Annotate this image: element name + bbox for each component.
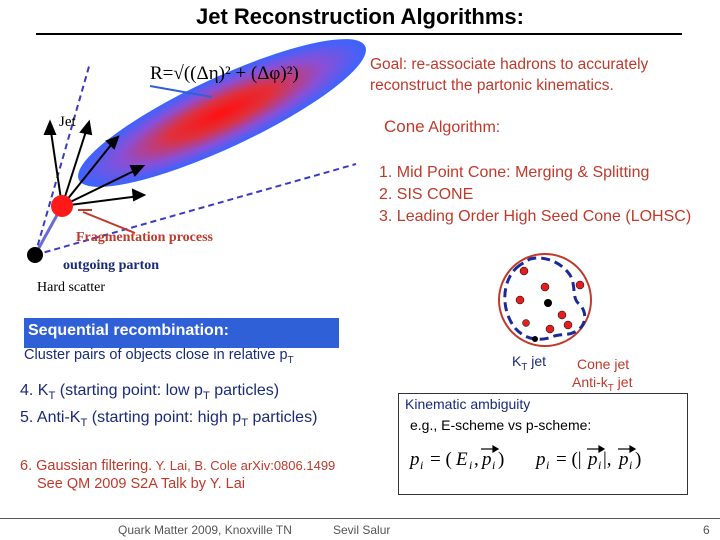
sequential-title: Sequential recombination: (28, 322, 229, 339)
frag-pointer (82, 211, 136, 234)
kt-jet-label: KT jet (512, 353, 547, 373)
footer-author: Sevil Salur (333, 523, 391, 537)
algorithm-word: Algorithm: (428, 119, 501, 136)
jet-cone-ellipse (78, 39, 366, 187)
kt-jet-outline (503, 256, 587, 341)
cone-algorithm-list: 1. Mid Point Cone: Merging & Splitting 2… (379, 162, 691, 228)
cone-item-3: 3. Leading Order High Seed Cone (LOHSC) (379, 208, 692, 225)
hard-scatter-dot (27, 247, 43, 263)
svg-text:i: i (598, 458, 601, 472)
title-underline (36, 33, 682, 35)
svg-text:p: p (617, 449, 629, 470)
goal-line-2: reconstruct the partonic kinematics. (370, 77, 614, 94)
goal-line-1: Goal: re-associate hadrons to accurately (370, 56, 649, 73)
anti-kt-jet-label: Anti-kT jet (572, 374, 633, 394)
svg-text:i: i (492, 458, 495, 472)
cone-boundary-right (34, 163, 357, 256)
formula-pointer (149, 85, 213, 98)
kinematic-box (398, 393, 688, 495)
svg-text:): ) (635, 449, 641, 470)
svg-text:p: p (480, 449, 492, 470)
svg-text:): ) (498, 449, 504, 470)
sequential-subtitle: Cluster pairs of objects close in relati… (24, 347, 294, 366)
r-formula: R=√((Δη)² + (Δφ)²) (150, 63, 299, 84)
footer-rule (0, 518, 720, 519)
cone-item-1: 1. Mid Point Cone: Merging & Splitting (379, 164, 650, 181)
cone-algorithm-heading: Cone Algorithm: (384, 117, 500, 137)
slide-title: Jet Reconstruction Algorithms: (196, 4, 524, 29)
svg-text:,: , (474, 449, 479, 470)
svg-text:i: i (629, 458, 632, 472)
svg-text:|,: |, (603, 449, 612, 470)
svg-text:i: i (546, 458, 549, 472)
page-number: 6 (703, 523, 710, 537)
cone-boundary-left (34, 62, 91, 256)
seq-item-5: 5. Anti-KT (starting point: high pT part… (20, 409, 318, 430)
goal-text: Goal: re-associate hadrons to accurately… (370, 54, 648, 96)
kinematic-title: Kinematic ambiguity (405, 396, 531, 412)
outgoing-parton-label: outgoing parton (63, 258, 160, 273)
footer-conference: Quark Matter 2009, Knoxville TN (118, 523, 292, 537)
svg-text:= (|: = (| (556, 449, 582, 470)
fragmentation-label: Fragmentation process (76, 230, 213, 245)
svg-text:= (: = ( (430, 449, 452, 470)
scheme-formula: p i = ( E i , p i ) p i = (| p i |, p i … (408, 444, 641, 472)
kinematic-subtitle: e.g., E-scheme vs p-scheme: (410, 417, 592, 433)
gaussian-talk-ref: See QM 2009 S2A Talk by Y. Lai (37, 476, 245, 492)
svg-text:i: i (420, 458, 423, 472)
svg-text:p: p (534, 449, 546, 470)
cone-jet-circle (498, 253, 592, 347)
hard-scatter-label: Hard scatter (37, 280, 106, 295)
sequential-list: 4. KT (starting point: low pT particles)… (20, 380, 317, 434)
cone-jet-label: Cone jet (577, 356, 630, 372)
svg-text:p: p (586, 449, 598, 470)
cone-word: Cone (384, 117, 425, 136)
seq-item-4: 4. KT (starting point: low pT particles) (20, 382, 280, 403)
gaussian-item: 6. Gaussian filtering. Y. Lai, B. Cole a… (20, 458, 336, 474)
sequential-title-box (24, 318, 339, 348)
parton-dot (51, 195, 73, 217)
svg-text:p: p (408, 449, 420, 470)
svg-text:i: i (469, 458, 472, 472)
cone-item-2: 2. SIS CONE (379, 186, 474, 203)
jet-diagram (27, 39, 366, 263)
jet-label: Jet (59, 114, 76, 130)
jet-clustering-figure (498, 253, 592, 347)
svg-text:E: E (455, 449, 468, 470)
